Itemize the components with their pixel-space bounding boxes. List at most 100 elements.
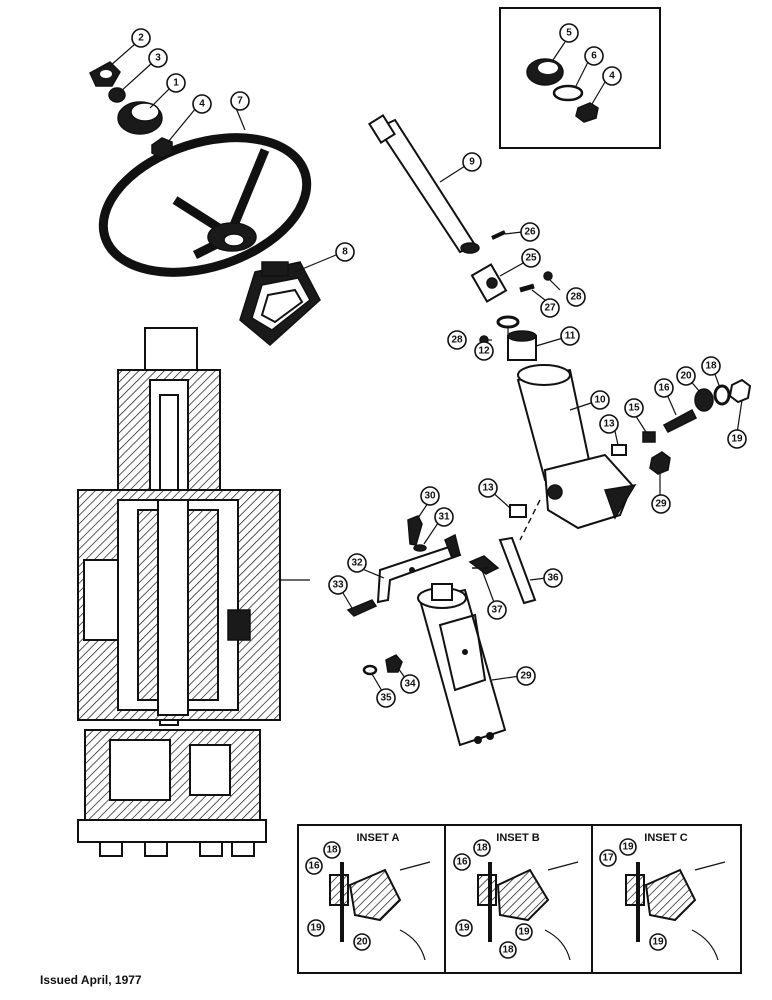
callout-25: 25 [521, 248, 541, 268]
callout-4-inset: 4 [602, 66, 622, 86]
callout-9: 9 [462, 152, 482, 172]
callout-4-inset-label: 4 [609, 71, 615, 82]
callout-33: 33 [328, 575, 348, 595]
cap-1 [117, 101, 163, 135]
callout-29b: 29 [516, 666, 536, 686]
inset-a-callout-20: 20 [353, 933, 371, 951]
callout-10: 10 [590, 390, 610, 410]
pin-26 [491, 230, 506, 240]
inset-c-callout-19: 19 [619, 838, 637, 856]
inset-b-title: INSET B [496, 832, 539, 844]
callout-25-label: 25 [525, 253, 537, 264]
callout-2: 2 [131, 28, 151, 48]
callout-6-label: 6 [591, 51, 597, 62]
callout-7-label: 7 [237, 96, 243, 107]
callout-35: 35 [376, 688, 396, 708]
inset-b-callout-18b-label: 18 [502, 945, 514, 956]
callout-26-label: 26 [524, 227, 536, 238]
u-joint-25 [470, 263, 508, 303]
nut-28a [543, 271, 553, 281]
callout-19: 19 [727, 429, 747, 449]
inset-b-callout-18-label: 18 [476, 843, 488, 854]
inset-a-callout-20-label: 20 [356, 937, 368, 948]
callout-31: 31 [434, 507, 454, 527]
steering-unit-29 [417, 583, 507, 747]
inset-b-callout-18: 18 [473, 839, 491, 857]
callout-13a: 13 [599, 414, 619, 434]
bolt-30 [407, 515, 423, 546]
callout-15-label: 15 [628, 403, 640, 414]
callout-11: 11 [560, 326, 580, 346]
inset-a-title: INSET A [357, 832, 400, 844]
callout-13b: 13 [478, 478, 498, 498]
bushing-11 [507, 330, 537, 361]
callout-35-label: 35 [380, 693, 392, 704]
callout-32-label: 32 [351, 558, 363, 569]
callout-11-label: 11 [565, 331, 576, 342]
callout-30-label: 30 [424, 491, 436, 502]
shaft-9 [368, 114, 480, 254]
inset-b-callout-19-label: 19 [458, 923, 470, 934]
ring-12 [496, 315, 520, 329]
inset-c-title: INSET C [644, 832, 687, 844]
inset-a-callout-19-label: 19 [310, 923, 322, 934]
callout-26: 26 [520, 222, 540, 242]
callout-29a-label: 29 [655, 499, 667, 510]
callout-32: 32 [347, 553, 367, 573]
callout-33-label: 33 [332, 580, 344, 591]
inset-c-callout-17-label: 17 [602, 853, 614, 864]
inset-c-callout-19-label: 19 [622, 842, 634, 853]
callout-29a: 29 [651, 494, 671, 514]
inset-a-callout-16: 16 [305, 857, 323, 875]
pin-27 [519, 283, 535, 293]
nut-29a [649, 451, 671, 475]
callout-30: 30 [420, 486, 440, 506]
washer-35 [362, 664, 378, 676]
callout-15: 15 [624, 398, 644, 418]
inset-c-callout-17: 17 [599, 849, 617, 867]
callout-6: 6 [584, 46, 604, 66]
washer-20 [694, 388, 714, 412]
callout-9-label: 9 [469, 157, 475, 168]
callout-18: 18 [701, 356, 721, 376]
callout-1: 1 [166, 73, 186, 93]
callout-36: 36 [543, 568, 563, 588]
inset-c-callout-19b: 19 [649, 933, 667, 951]
top-inset-box [499, 7, 661, 149]
bushing-15 [642, 431, 656, 443]
callout-20-label: 20 [680, 371, 692, 382]
inset-b-callout-19b: 19 [515, 923, 533, 941]
callout-16: 16 [654, 378, 674, 398]
bolt-33 [346, 599, 378, 617]
callout-2-label: 2 [138, 33, 144, 44]
inset-a-callout-18: 18 [323, 841, 341, 859]
bushing-13a [611, 444, 627, 456]
inset-b-callout-16-label: 16 [456, 857, 468, 868]
callout-31-label: 31 [438, 512, 450, 523]
dash-column [519, 499, 541, 541]
callout-5-label: 5 [566, 28, 572, 39]
callout-34-label: 34 [404, 679, 416, 690]
washer-31 [413, 544, 427, 552]
callout-29b-label: 29 [520, 671, 532, 682]
cutaway-section [77, 327, 310, 857]
callout-5: 5 [559, 23, 579, 43]
issued-date-note: Issued April, 1977 [40, 973, 142, 987]
callout-18-label: 18 [705, 361, 717, 372]
callout-28a-label: 28 [570, 292, 582, 303]
callout-8-label: 8 [342, 247, 348, 258]
nut-34 [385, 654, 403, 673]
callout-10-label: 10 [594, 395, 606, 406]
inset-b-callout-19: 19 [455, 919, 473, 937]
callout-4: 4 [192, 94, 212, 114]
callout-3-label: 3 [155, 53, 161, 64]
nut-2 [89, 61, 121, 87]
callout-16-label: 16 [658, 383, 670, 394]
callout-12-label: 12 [478, 346, 490, 357]
callout-13a-label: 13 [603, 419, 615, 430]
callout-27-label: 27 [544, 303, 556, 314]
nut-19 [728, 378, 752, 404]
callout-12: 12 [474, 341, 494, 361]
column-10 [516, 364, 637, 530]
